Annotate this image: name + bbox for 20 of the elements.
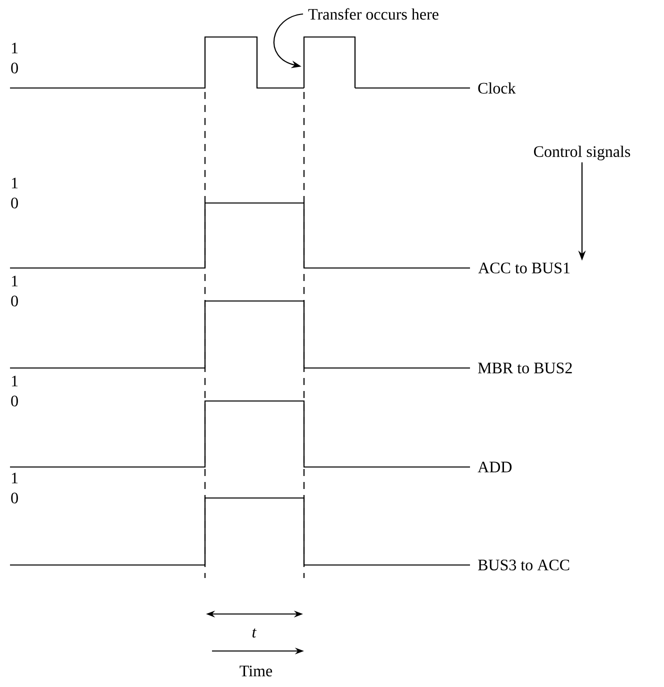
annotation-text: ACC to BUS1 (478, 262, 570, 274)
level-label: 0 (11, 492, 18, 504)
level-label: 0 (11, 198, 18, 208)
level-label: 0 (11, 296, 18, 306)
dimension-label: t (252, 628, 257, 638)
level-label: 1 (12, 178, 18, 188)
level-label: 0 (11, 396, 18, 406)
signal-label: ADD (478, 462, 512, 472)
signal-label: Clock (478, 82, 516, 94)
level-label: 1 (12, 376, 18, 386)
level-label: 0 (11, 62, 18, 74)
annotation-text: Control signals (534, 146, 630, 160)
signal-label: BUS3 to ACC (478, 560, 570, 570)
level-label: 1 (12, 472, 18, 484)
axis-label: Time (240, 666, 272, 676)
annotation-text: Transfer occurs here (308, 8, 438, 20)
level-label: 1 (12, 276, 18, 286)
level-label: 1 (12, 42, 18, 54)
clock-pulse (303, 36, 356, 88)
signal-label: MBR to BUS2 (478, 362, 572, 374)
